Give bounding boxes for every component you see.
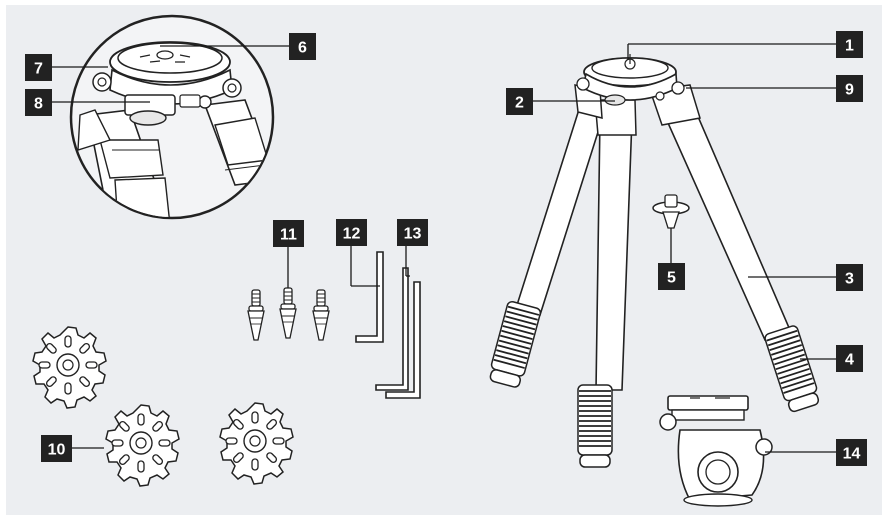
detail-zoom-circle xyxy=(69,14,275,220)
callout-10: 10 xyxy=(41,435,72,462)
hex-key-illustrations xyxy=(355,251,421,399)
spike-illustrations xyxy=(247,287,330,341)
callout-9-label: 9 xyxy=(845,82,854,99)
leader-lines xyxy=(52,43,836,453)
callout-8: 8 xyxy=(25,89,52,116)
callout-4: 4 xyxy=(836,345,863,372)
callout-5-label: 5 xyxy=(667,270,676,287)
callout-3: 3 xyxy=(836,264,863,291)
callout-4-label: 4 xyxy=(845,352,854,369)
callout-8-label: 8 xyxy=(34,96,43,113)
callout-7: 7 xyxy=(25,54,52,81)
callout-14: 14 xyxy=(836,439,867,466)
callout-5: 5 xyxy=(658,263,685,290)
callout-2-label: 2 xyxy=(515,95,524,112)
callout-6-label: 6 xyxy=(298,40,307,57)
callout-13: 13 xyxy=(397,219,428,246)
callout-11: 11 xyxy=(273,220,304,247)
callout-1: 1 xyxy=(836,31,863,58)
callout-10-label: 10 xyxy=(48,442,66,459)
callout-9: 9 xyxy=(836,75,863,102)
callout-13-label: 13 xyxy=(404,226,422,243)
callout-11-label: 11 xyxy=(280,227,297,244)
ball-head-illustration xyxy=(659,395,773,507)
callout-2: 2 xyxy=(506,88,533,115)
tripod-illustration xyxy=(486,54,823,468)
callout-12: 12 xyxy=(336,219,367,246)
callout-14-label: 14 xyxy=(843,446,861,463)
callout-7-label: 7 xyxy=(34,61,43,78)
callout-12-label: 12 xyxy=(343,226,361,243)
center-screw-illustration xyxy=(652,194,690,229)
callout-6: 6 xyxy=(289,33,316,60)
snowshoe-illustrations xyxy=(32,326,294,487)
callout-3-label: 3 xyxy=(845,271,854,288)
callout-1-label: 1 xyxy=(845,38,854,55)
